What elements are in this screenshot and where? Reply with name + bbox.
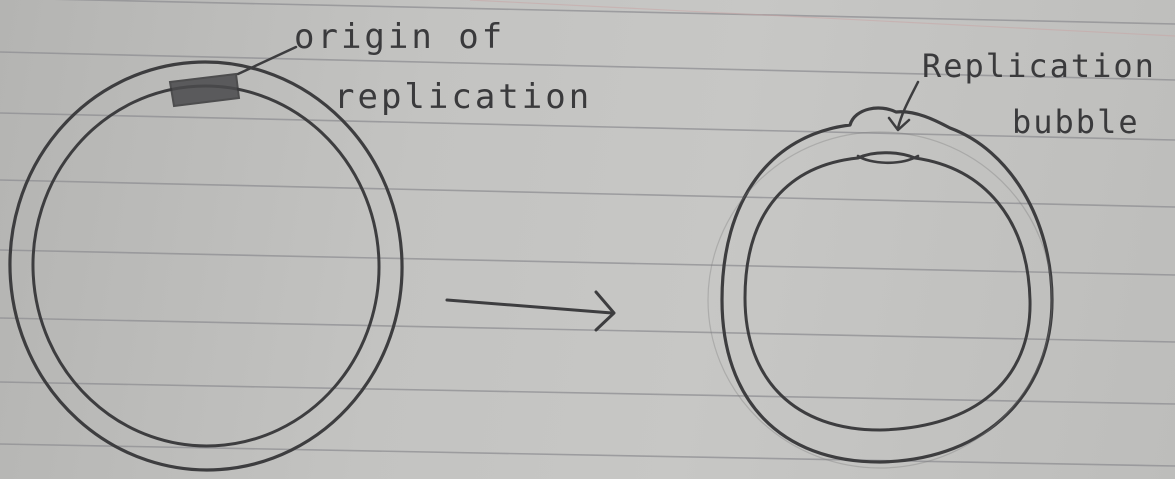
circular-dna-left — [8, 45, 404, 472]
origin-label-line2: replication — [334, 77, 593, 117]
origin-of-replication-mark — [168, 72, 241, 108]
erased-sketch — [707, 131, 1053, 469]
replication-bubble — [856, 154, 920, 165]
bubble-label-line2: bubble — [1012, 103, 1140, 141]
circular-dna-right — [707, 80, 1054, 469]
right-arrow-icon — [445, 290, 616, 332]
bubble-label-line1: Replication — [922, 47, 1156, 85]
ruled-lines — [0, 0, 1175, 467]
outer-strand-left — [8, 60, 404, 472]
margin-line — [469, 0, 1175, 37]
inner-strand-right — [743, 151, 1032, 432]
origin-label-line1: origin of — [294, 17, 506, 57]
inner-strand-left — [31, 84, 381, 448]
origin-pointer-line — [236, 45, 298, 76]
bubble-pointer-arrow-icon — [887, 80, 920, 132]
outer-strand-right — [720, 106, 1054, 464]
